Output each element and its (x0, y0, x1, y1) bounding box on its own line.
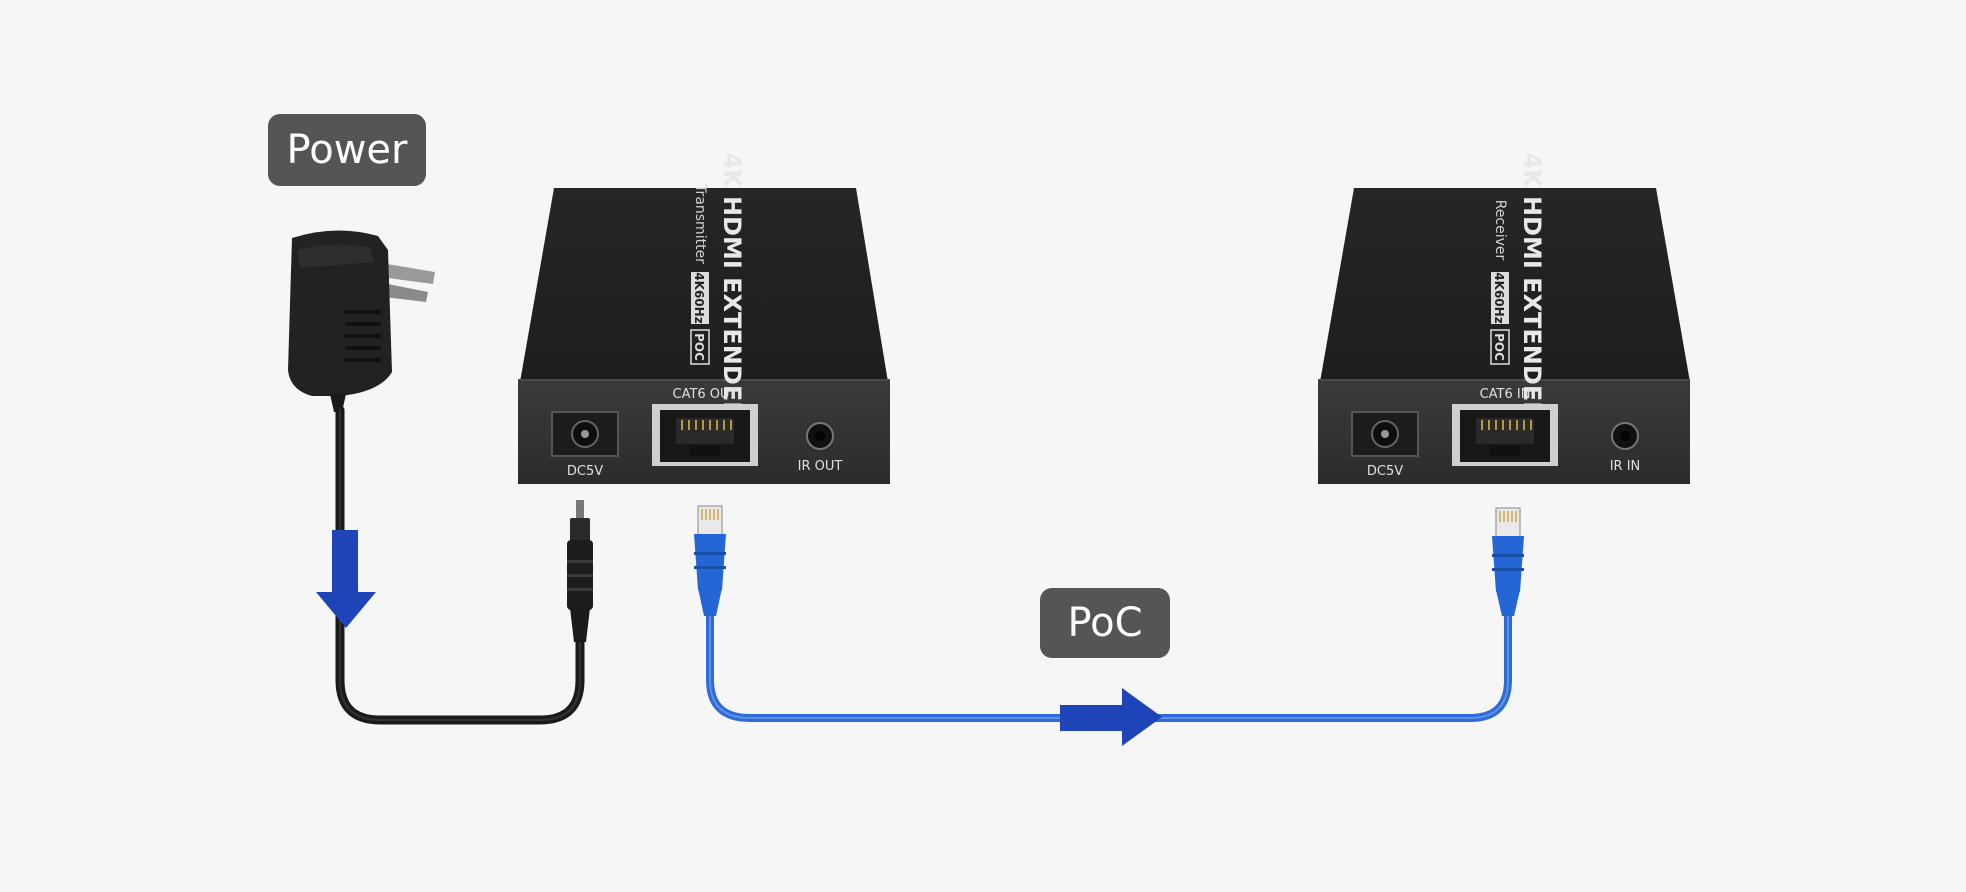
poc-flow-arrow-icon (1060, 688, 1162, 746)
poc-label-text: PoC (1067, 600, 1142, 646)
transmitter-ir-label: IR OUT (798, 459, 843, 474)
receiver-cat-label: CAT6 IN (1480, 387, 1531, 402)
transmitter-ir-port (806, 422, 834, 450)
power-flow-arrow-icon (316, 530, 376, 628)
transmitter-title: 4K HDMI EXTENDER (718, 152, 746, 419)
transmitter-dc-label: DC5V (567, 464, 603, 479)
receiver-role: Receiver (1492, 200, 1508, 261)
power-adapter-icon (288, 230, 435, 412)
power-label-text: Power (287, 127, 408, 173)
receiver-device: 4K HDMI EXTENDER Receiver 4K60Hz POC DC5… (1318, 152, 1690, 484)
receiver-ir-port (1611, 422, 1639, 450)
transmitter-cat-label: CAT6 OUT (673, 387, 738, 402)
receiver-badge-poc: POC (1492, 333, 1506, 361)
transmitter-badge-res: 4K60Hz (692, 272, 706, 323)
receiver-ir-label: IR IN (1610, 459, 1641, 474)
dc-plug-icon (567, 500, 593, 642)
transmitter-device: 4K HDMI EXTENDER Transmitter 4K60Hz POC … (518, 152, 890, 484)
transmitter-dc-port (551, 411, 619, 457)
power-label: Power (268, 114, 426, 186)
rj45-connector-icon (1492, 507, 1524, 616)
poc-label: PoC (1040, 588, 1170, 658)
receiver-cat-port (1452, 404, 1558, 466)
receiver-title: 4K HDMI EXTENDER (1518, 152, 1546, 419)
transmitter-badge-poc: POC (692, 333, 706, 361)
transmitter-role: Transmitter (692, 183, 708, 264)
transmitter-cat-port (652, 404, 758, 466)
receiver-badge-res: 4K60Hz (1492, 272, 1506, 323)
rj45-connector-icon (694, 505, 726, 616)
receiver-dc-port (1351, 411, 1419, 457)
receiver-dc-label: DC5V (1367, 464, 1403, 479)
